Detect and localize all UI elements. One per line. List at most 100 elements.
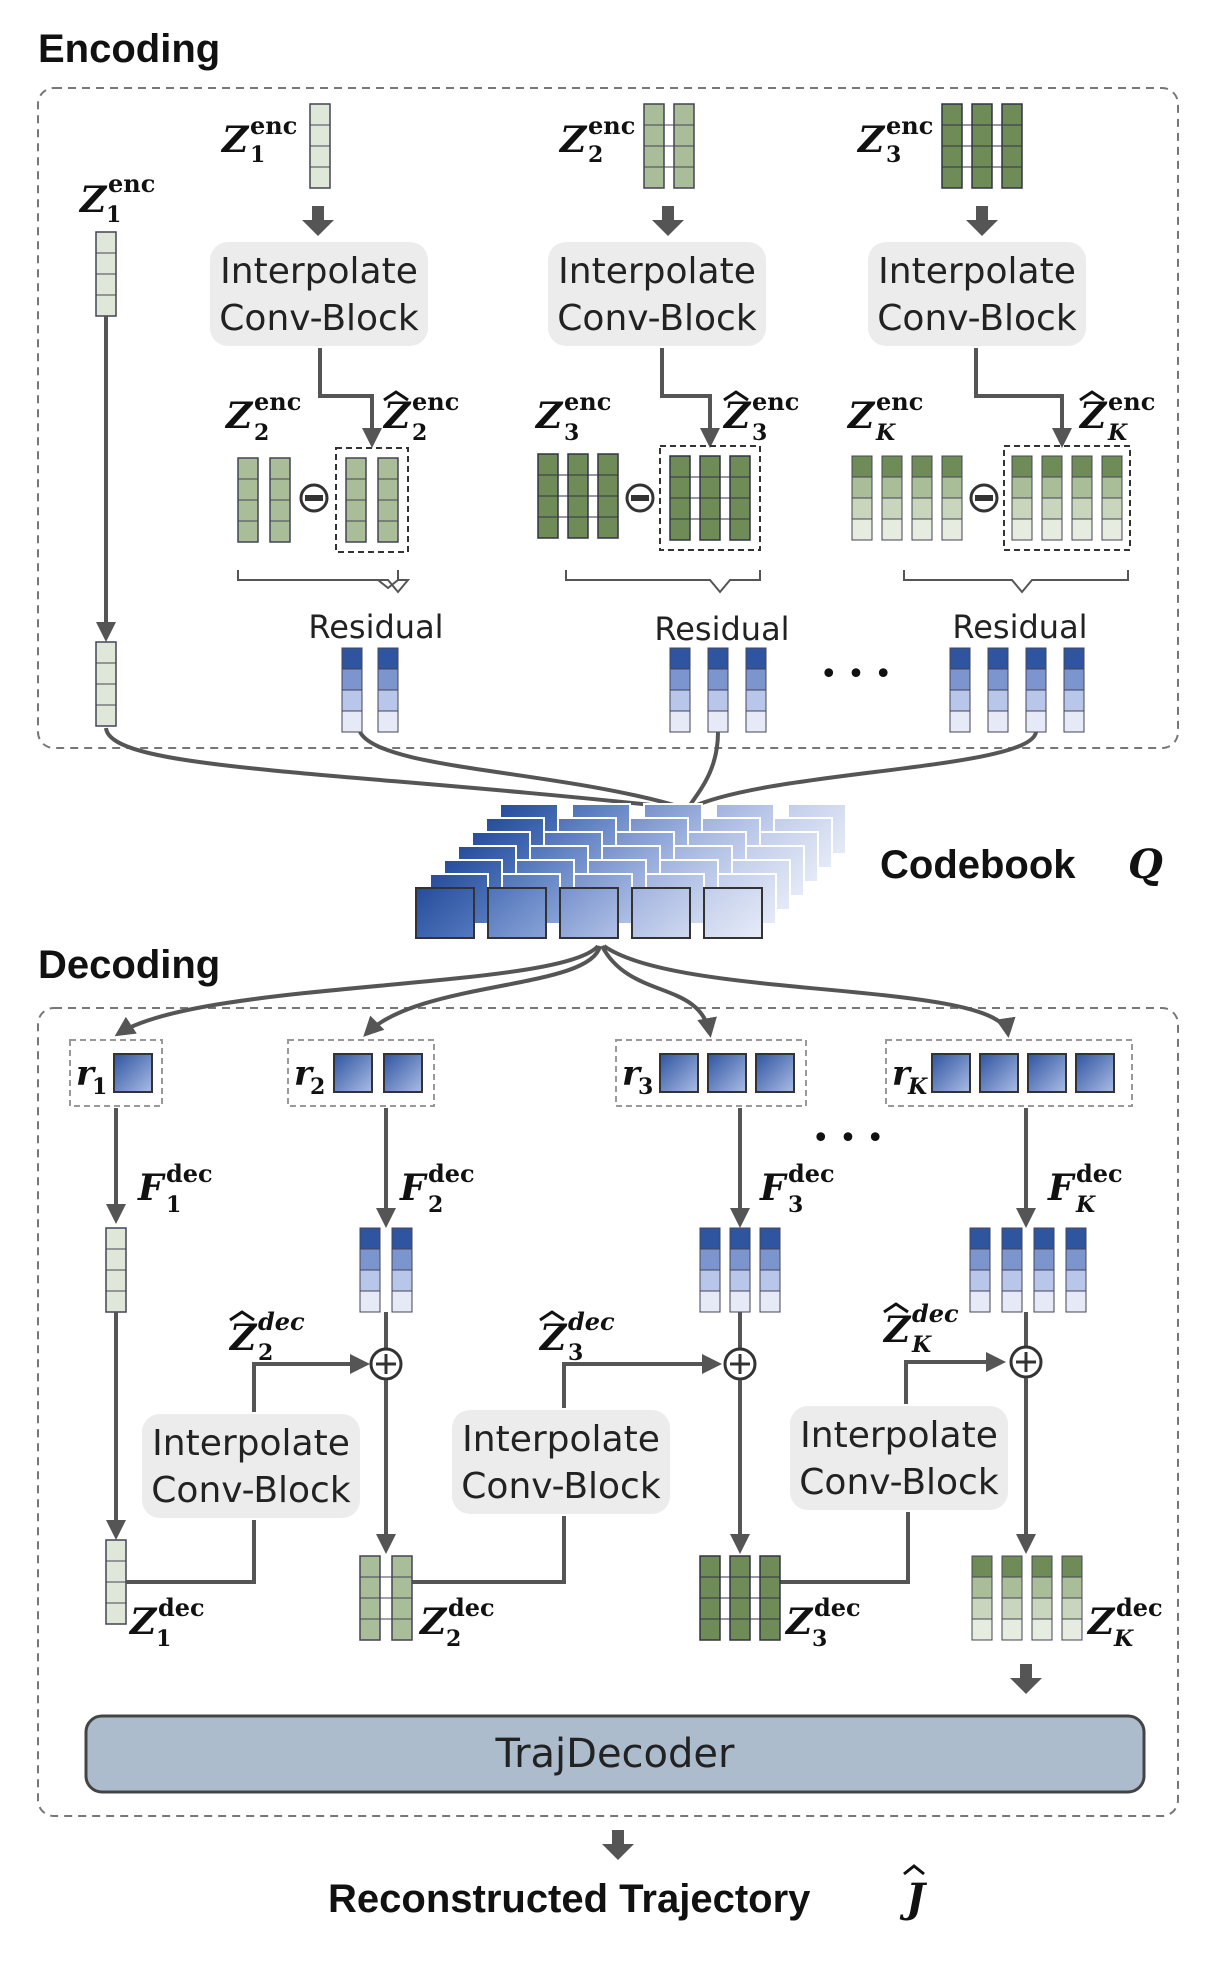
label-z2-enc-res: Z enc 2 (224, 387, 301, 446)
svg-text:2: 2 (446, 1626, 461, 1652)
svg-text:2: 2 (588, 142, 603, 168)
svg-text:2: 2 (310, 1074, 325, 1100)
label-z2-dec: Z dec 2 (418, 1593, 495, 1652)
svg-text:dec: dec (448, 1593, 495, 1622)
label-z2-enc: Z enc 2 (558, 111, 635, 168)
label-zk-dec: Z dec K (1086, 1593, 1163, 1652)
residual-label-3: Residual (952, 608, 1087, 646)
svg-text:Z: Z (534, 395, 564, 437)
r3-box: r 3 (615, 1039, 807, 1107)
dec-interp-block-2: Interpolate Conv-Block (452, 1410, 670, 1514)
svg-text:dec: dec (1116, 1593, 1163, 1622)
encoding-title: Encoding (38, 27, 220, 71)
svg-text:3: 3 (568, 1340, 583, 1366)
svg-text:enc: enc (1108, 387, 1155, 416)
svg-text:2: 2 (412, 420, 427, 446)
svg-text:Reconstructed Trajectory: Reconstructed Trajectory (328, 1877, 811, 1921)
svg-text:K: K (1107, 420, 1128, 446)
codebook-to-decoding-curves (114, 944, 1016, 1038)
svg-text:3: 3 (788, 1192, 803, 1218)
label-z1-enc-left: Z enc 1 (78, 169, 155, 228)
label-z3-enc: Z enc 3 (856, 111, 933, 168)
f2-dec-vectors (359, 1227, 413, 1313)
svg-text:Z: Z (78, 179, 108, 221)
svg-text:r: r (294, 1054, 314, 1094)
enc-interp-block-1: Interpolate Conv-Block (210, 242, 428, 346)
z1-enc-left-vector-bottom (95, 641, 117, 727)
svg-text:Z: Z (220, 119, 250, 161)
svg-text:F: F (1047, 1167, 1076, 1209)
label-fk-dec: F dec K (1047, 1159, 1123, 1218)
label-zk-enc: Z enc K (846, 387, 923, 446)
svg-text:enc: enc (588, 111, 635, 140)
label-f2-dec: F dec 2 (399, 1159, 475, 1218)
f1-dec-vector (105, 1227, 127, 1313)
svg-text:Z: Z (228, 1317, 258, 1359)
enc-group-3-vectors (537, 445, 761, 551)
svg-text:K: K (907, 1074, 928, 1100)
svg-text:dec: dec (788, 1159, 835, 1188)
svg-text:Interpolate: Interpolate (220, 251, 418, 292)
svg-text:dec: dec (158, 1593, 205, 1622)
rk-box: r K (885, 1039, 1133, 1107)
dec-interp-block-3: Interpolate Conv-Block (790, 1406, 1008, 1510)
svg-text:enc: enc (564, 387, 611, 416)
svg-text:dec: dec (428, 1159, 475, 1188)
z3-dec-vectors (699, 1555, 781, 1641)
label-zkhat-dec: Z dec K (882, 1299, 959, 1358)
fk-dec-vectors (969, 1227, 1087, 1313)
svg-text:Conv-Block: Conv-Block (557, 298, 757, 339)
encoding-to-codebook-curves (104, 727, 1038, 810)
label-f1-dec: F dec 1 (137, 1159, 213, 1218)
svg-text:Interpolate: Interpolate (800, 1415, 998, 1456)
label-z3hat-enc: Z enc 3 (722, 387, 799, 446)
z1-enc-left-vector (95, 231, 117, 317)
residual-vectors-k (949, 647, 1085, 733)
svg-text:Conv-Block: Conv-Block (151, 1470, 351, 1511)
svg-text:Conv-Block: Conv-Block (877, 298, 1077, 339)
svg-text:r: r (76, 1054, 96, 1094)
ellipsis-decoding: • • • (812, 1121, 884, 1156)
label-z3-dec: Z dec 3 (784, 1593, 861, 1652)
svg-text:Z: Z (1078, 395, 1108, 437)
label-z3hat-dec: Z dec 3 (538, 1307, 615, 1366)
svg-text:2: 2 (258, 1340, 273, 1366)
plus-node-2 (369, 1347, 403, 1381)
svg-text:3: 3 (564, 420, 579, 446)
svg-text:Z: Z (784, 1601, 814, 1643)
svg-text:Z: Z (846, 395, 876, 437)
residual-vectors-1 (341, 647, 399, 733)
svg-text:K: K (1075, 1192, 1096, 1218)
svg-text:Conv-Block: Conv-Block (799, 1462, 999, 1503)
svg-text:Z: Z (418, 1601, 448, 1643)
svg-text:K: K (875, 420, 896, 446)
svg-text:Z: Z (882, 1309, 912, 1351)
svg-text:2: 2 (254, 420, 269, 446)
svg-text:Conv-Block: Conv-Block (461, 1466, 661, 1507)
svg-text:dec: dec (912, 1299, 959, 1328)
z3-enc-vector (941, 103, 1023, 189)
svg-text:1: 1 (166, 1192, 181, 1218)
svg-text:Codebook: Codebook (880, 843, 1076, 887)
enc-interp-block-3: Interpolate Conv-Block (868, 242, 1086, 346)
label-z2hat-dec: Z dec 2 (228, 1307, 305, 1366)
svg-text:F: F (137, 1167, 166, 1209)
svg-text:Z: Z (224, 395, 254, 437)
svg-text:Q: Q (1128, 841, 1163, 888)
svg-text:enc: enc (876, 387, 923, 416)
plus-node-k (1009, 1345, 1043, 1379)
z1-dec-vector (105, 1539, 127, 1625)
svg-text:Z: Z (1086, 1601, 1116, 1643)
label-zkhat-enc: Z enc K (1078, 387, 1155, 446)
traj-decoder-box: TrajDecoder (84, 1714, 1146, 1794)
label-z3-enc-res: Z enc 3 (534, 387, 611, 446)
svg-text:3: 3 (752, 420, 767, 446)
svg-text:1: 1 (156, 1626, 171, 1652)
svg-text:1: 1 (106, 202, 121, 228)
svg-text:F: F (759, 1167, 788, 1209)
svg-text:dec: dec (1076, 1159, 1123, 1188)
f3-dec-vectors (699, 1227, 781, 1313)
svg-text:Conv-Block: Conv-Block (219, 298, 419, 339)
svg-text:dec: dec (258, 1307, 305, 1336)
svg-text:2: 2 (428, 1192, 443, 1218)
